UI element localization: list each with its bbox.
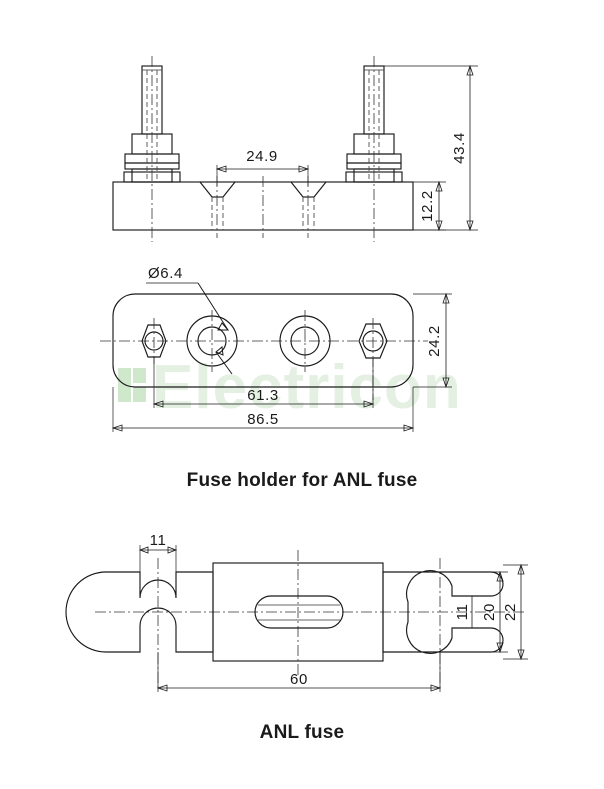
fuse-body bbox=[212, 550, 384, 676]
dimension-hole-spacing: 60 bbox=[156, 652, 442, 692]
holder-body-outline bbox=[112, 293, 414, 388]
countersunk-hole-right bbox=[290, 176, 327, 238]
dimension-label-60: 60 bbox=[290, 671, 308, 688]
dimension-hole-diameter: Ø6.4 bbox=[146, 265, 233, 375]
fuse-holder-top-view: Ø6.4 24.2 61.3 bbox=[100, 265, 452, 432]
anl-fuse-side-view: 11 60 11 bbox=[65, 532, 528, 692]
fuse-holder-front-view: 24.9 43.4 12.2 bbox=[112, 56, 478, 242]
dimension-label-diameter-6-4: Ø6.4 bbox=[148, 265, 183, 282]
dimension-slot-width: 11 bbox=[452, 595, 478, 629]
element-window bbox=[254, 595, 344, 629]
dimension-stud-pitch: 24.9 bbox=[215, 148, 310, 186]
dimension-label-86-5: 86.5 bbox=[247, 411, 279, 428]
dimension-outer-height: 22 bbox=[502, 563, 528, 661]
dimension-label-22: 22 bbox=[502, 603, 519, 621]
dimension-label-20: 20 bbox=[481, 603, 498, 621]
dimension-label-12-2: 12.2 bbox=[419, 190, 436, 222]
dimension-body-width: 24.2 bbox=[413, 292, 452, 389]
dimension-label-61-3: 61.3 bbox=[247, 387, 279, 404]
dimension-tab-width: 11 bbox=[138, 532, 178, 574]
right-terminal-slot bbox=[382, 558, 504, 690]
left-terminal-slot bbox=[65, 558, 214, 690]
dimension-label-slot-11: 11 bbox=[454, 604, 471, 621]
dimension-label-24-2: 24.2 bbox=[426, 325, 443, 357]
right-stud bbox=[345, 56, 403, 242]
countersunk-hole-left bbox=[199, 176, 236, 238]
dimension-inner-height: 20 bbox=[481, 570, 508, 654]
dimension-label-tab-11: 11 bbox=[150, 532, 167, 549]
stud-boss-left bbox=[186, 310, 238, 372]
dimension-label-43-4: 43.4 bbox=[451, 132, 468, 164]
stud-boss-right bbox=[279, 310, 331, 372]
caption-fuse-holder: Fuse holder for ANL fuse bbox=[186, 470, 418, 491]
caption-anl-fuse: ANL fuse bbox=[259, 722, 345, 743]
dimension-body-length: 86.5 bbox=[111, 387, 415, 432]
left-stud bbox=[123, 56, 181, 242]
dimension-base-height: 12.2 bbox=[413, 180, 446, 232]
dimension-stud-span: 61.3 bbox=[152, 357, 375, 408]
dimension-label-24-9: 24.9 bbox=[246, 148, 278, 165]
hex-nut-left bbox=[141, 318, 167, 364]
